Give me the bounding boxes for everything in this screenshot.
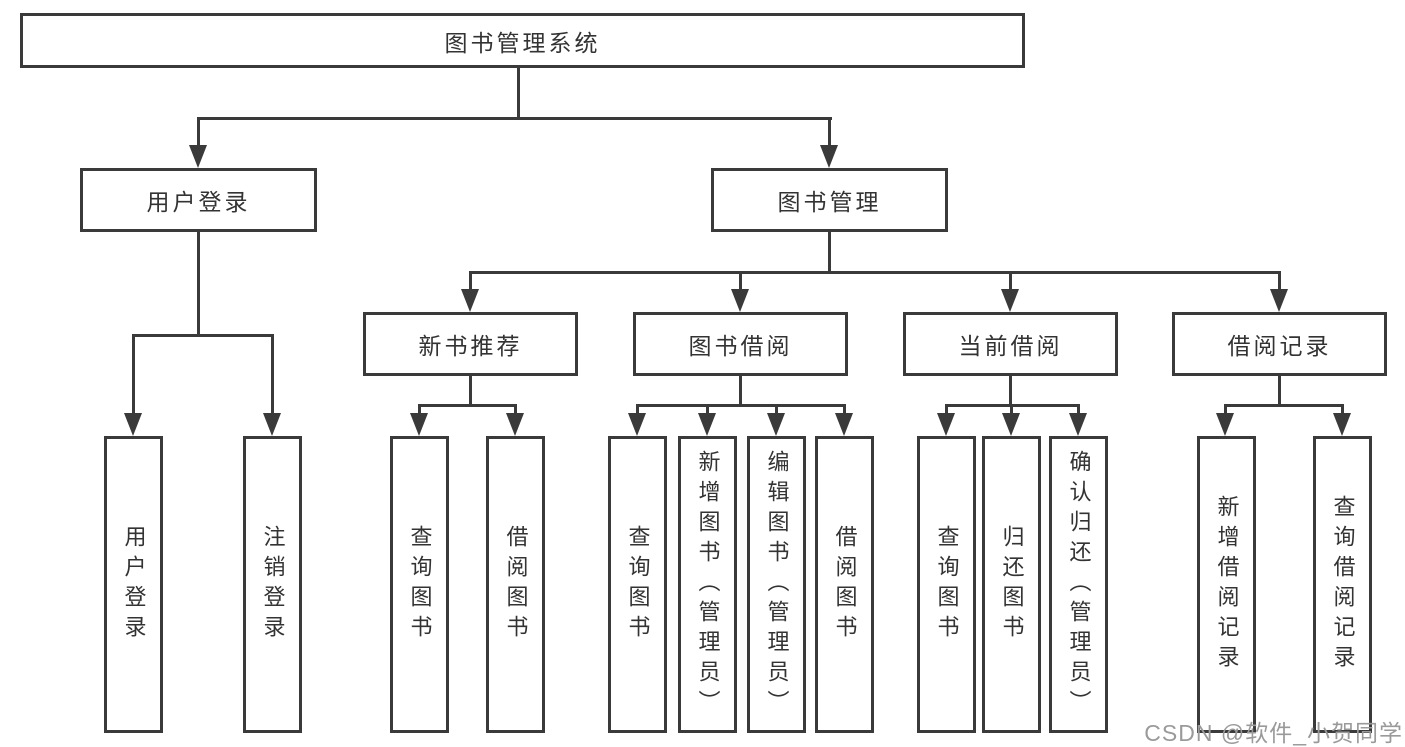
- csdn-watermark: CSDN @软件_小贺同学: [1144, 720, 1403, 746]
- edge-stub: [843, 404, 846, 415]
- edge-book-mgmt-stem: [828, 232, 831, 274]
- edge-recommend-stem: [469, 376, 472, 407]
- edge-stub: [514, 404, 517, 415]
- arrow-down-icon: [1069, 413, 1087, 436]
- node-label: 用户登录: [146, 189, 251, 215]
- edge-book-mgmt-branch: [469, 271, 1281, 274]
- edge-user-login-stem: [197, 232, 200, 337]
- edge-records-branch: [1224, 404, 1344, 407]
- leaf-label: 新增图书（管理员）: [695, 449, 721, 720]
- node-label: 当前借阅: [958, 333, 1063, 359]
- arrow-down-icon: [263, 413, 281, 436]
- leaf-current-confirm-return-admin: 确认归还（管理员）: [1049, 436, 1108, 733]
- arrow-down-icon: [506, 413, 524, 436]
- arrow-down-icon: [820, 145, 838, 168]
- node-label: 图书管理: [777, 189, 882, 215]
- node-label: 新书推荐: [418, 333, 523, 359]
- edge-root-branch: [197, 117, 832, 120]
- leaf-borrow-borrow-books: 借阅图书: [815, 436, 874, 733]
- node-borrow-records: 借阅记录: [1172, 312, 1387, 376]
- leaf-borrow-edit-books-admin: 编辑图书（管理员）: [747, 436, 806, 733]
- leaf-label: 借阅图书: [503, 524, 529, 645]
- edge-stub: [418, 404, 421, 415]
- leaf-records-query-record: 查询借阅记录: [1313, 436, 1372, 733]
- arrow-down-icon: [410, 413, 428, 436]
- arrow-down-icon: [1270, 289, 1288, 312]
- edge-stub: [1010, 404, 1013, 415]
- edge-user-login-branch: [132, 334, 274, 337]
- node-library-management-system: 图书管理系统: [20, 13, 1025, 68]
- edge-stub: [775, 404, 778, 415]
- arrow-down-icon: [698, 413, 716, 436]
- edge-root-stem: [517, 68, 520, 119]
- edge-to-leaf-user-login: [132, 334, 135, 415]
- edge-to-book-management: [828, 117, 831, 147]
- arrow-down-icon: [1001, 289, 1019, 312]
- arrow-down-icon: [1216, 413, 1234, 436]
- edge-recommend-branch: [418, 404, 517, 407]
- edge-stub: [1224, 404, 1227, 415]
- arrow-down-icon: [937, 413, 955, 436]
- node-label: 图书借阅: [688, 333, 793, 359]
- edge-stub: [1341, 404, 1344, 415]
- leaf-user-login: 用户登录: [104, 436, 163, 733]
- edge-borrow-stem: [739, 376, 742, 407]
- arrow-down-icon: [124, 413, 142, 436]
- edge-to-borrow-records: [1278, 271, 1281, 291]
- arrow-down-icon: [1002, 413, 1020, 436]
- edge-stub: [636, 404, 639, 415]
- leaf-label: 查询图书: [407, 524, 433, 645]
- leaf-label: 归还图书: [999, 524, 1025, 645]
- edge-stub: [706, 404, 709, 415]
- leaf-label: 确认归还（管理员）: [1066, 449, 1092, 720]
- edge-borrow-branch: [636, 404, 845, 407]
- node-current-borrow: 当前借阅: [903, 312, 1118, 376]
- arrow-down-icon: [189, 145, 207, 168]
- leaf-label: 注销登录: [260, 524, 286, 645]
- arrow-down-icon: [1333, 413, 1351, 436]
- leaf-label: 新增借阅记录: [1214, 494, 1240, 675]
- edge-records-stem: [1278, 376, 1281, 407]
- arrow-down-icon: [628, 413, 646, 436]
- leaf-label: 查询图书: [934, 524, 960, 645]
- arrow-down-icon: [767, 413, 785, 436]
- leaf-recommend-borrow-books: 借阅图书: [486, 436, 545, 733]
- leaf-label: 用户登录: [121, 524, 147, 645]
- leaf-current-return-books: 归还图书: [982, 436, 1041, 733]
- leaf-borrow-query-books: 查询图书: [608, 436, 667, 733]
- edge-stub: [945, 404, 948, 415]
- leaf-recommend-query-books: 查询图书: [390, 436, 449, 733]
- leaf-logout-login: 注销登录: [243, 436, 302, 733]
- leaf-label: 查询图书: [625, 524, 651, 645]
- leaf-borrow-add-books-admin: 新增图书（管理员）: [678, 436, 737, 733]
- arrow-down-icon: [461, 289, 479, 312]
- edge-to-new-book-recommend: [469, 271, 472, 291]
- edge-stub: [1077, 404, 1080, 415]
- edge-current-stem: [1009, 376, 1012, 407]
- node-book-borrow: 图书借阅: [633, 312, 848, 376]
- leaf-label: 借阅图书: [832, 524, 858, 645]
- node-label: 图书管理系统: [444, 29, 601, 56]
- edge-to-user-login: [197, 117, 200, 147]
- leaf-records-add-record: 新增借阅记录: [1197, 436, 1256, 733]
- edge-to-leaf-logout: [271, 334, 274, 415]
- node-book-management: 图书管理: [711, 168, 948, 232]
- node-label: 借阅记录: [1227, 333, 1332, 359]
- leaf-label: 查询借阅记录: [1330, 494, 1356, 675]
- arrow-down-icon: [835, 413, 853, 436]
- edge-to-current-borrow: [1009, 271, 1012, 291]
- leaf-current-query-books: 查询图书: [917, 436, 976, 733]
- arrow-down-icon: [731, 289, 749, 312]
- leaf-label: 编辑图书（管理员）: [764, 449, 790, 720]
- node-new-book-recommend: 新书推荐: [363, 312, 578, 376]
- node-user-login: 用户登录: [80, 168, 317, 232]
- edge-to-book-borrow: [739, 271, 742, 291]
